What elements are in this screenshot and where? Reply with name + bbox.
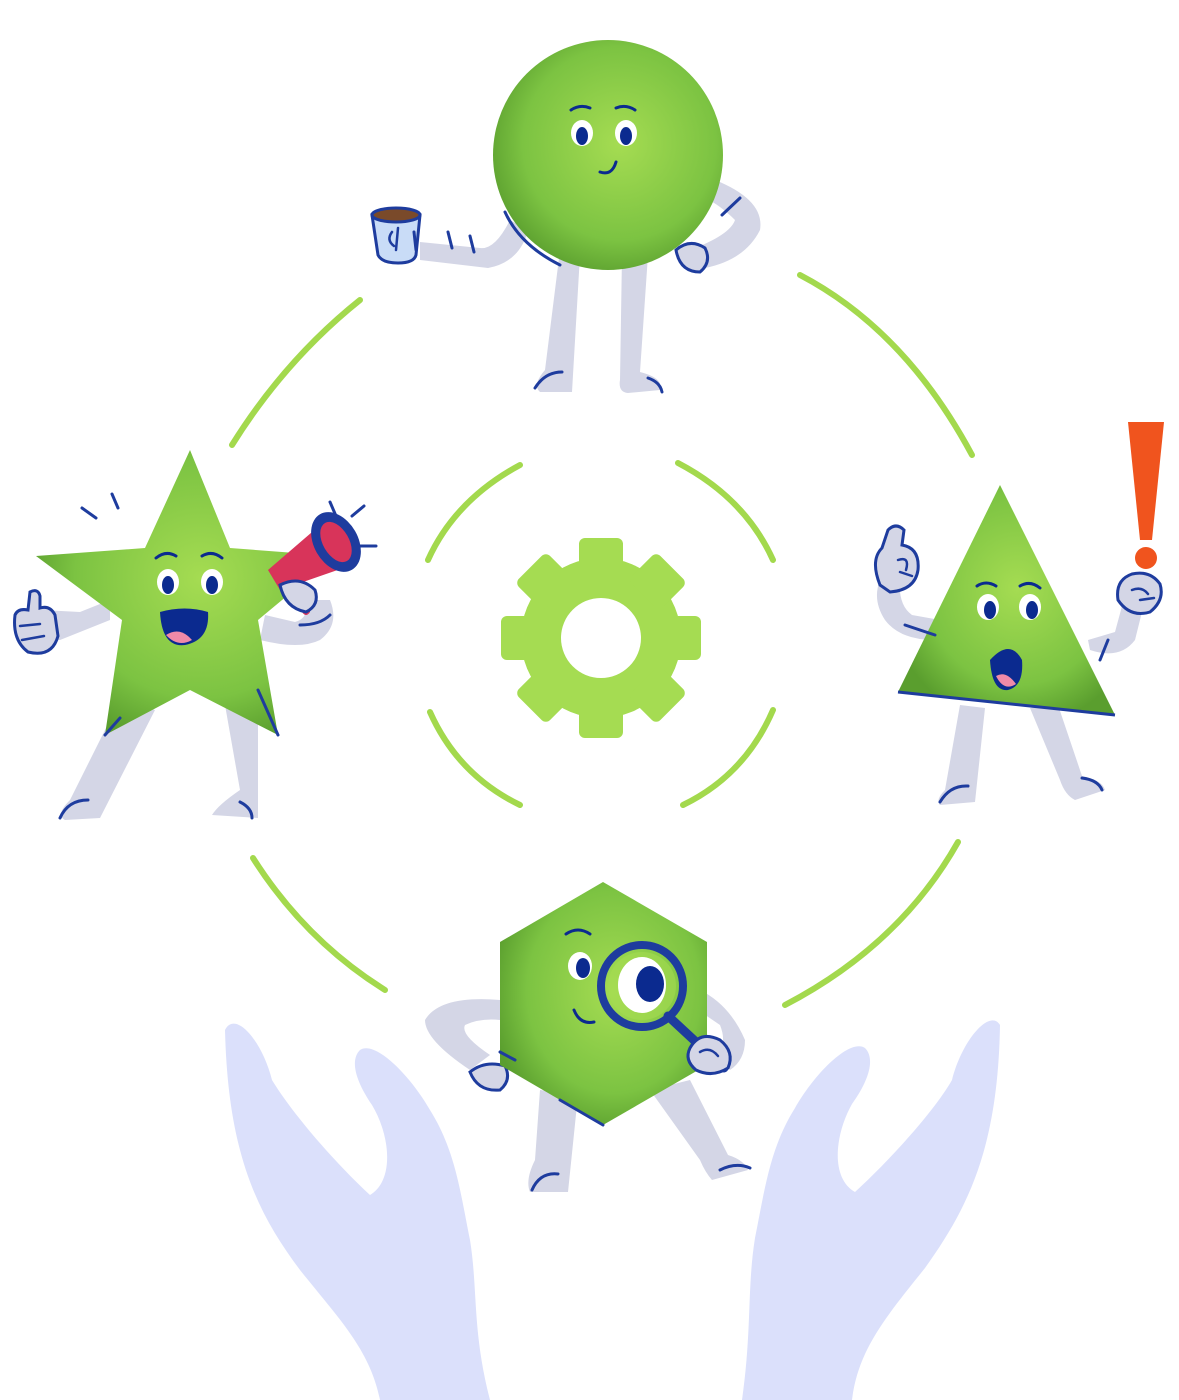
triangle-character-mouth [990, 649, 1023, 691]
inner-ring [425, 460, 776, 808]
exclamation-mark-icon [1128, 422, 1164, 569]
megaphone-icon [268, 512, 361, 615]
right-hand-shape [742, 1020, 1000, 1400]
circle-character-smile [598, 160, 618, 175]
hexagon-character [425, 882, 752, 1192]
left-hand-shape [225, 1023, 490, 1400]
star-shout-lines [80, 492, 378, 548]
triangle-character [874, 422, 1164, 805]
hexagon-character-smile [572, 1008, 596, 1024]
circle-character [370, 40, 761, 394]
coffee-mug-icon [370, 206, 422, 265]
star-character [13, 450, 378, 820]
outer-ring [229, 272, 975, 1008]
gear-icon [501, 538, 701, 738]
